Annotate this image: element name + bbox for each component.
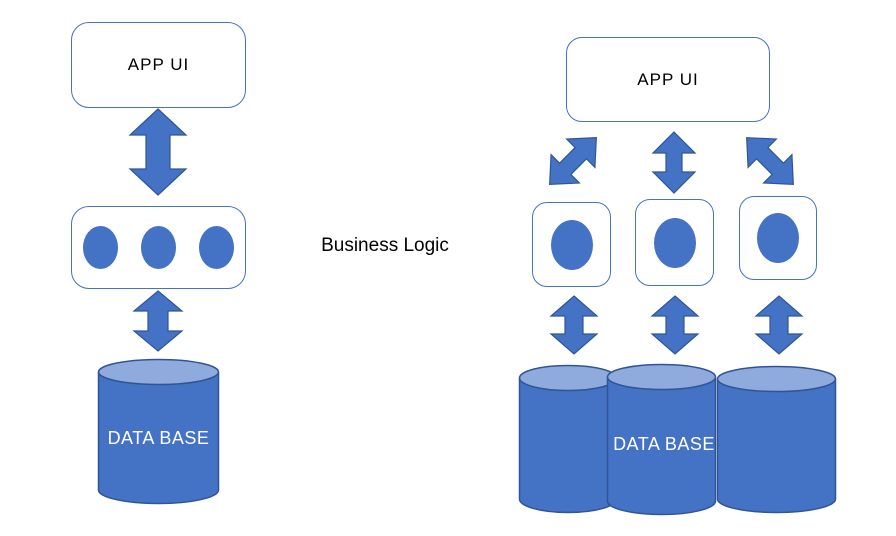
left-business-logic-box	[71, 206, 246, 289]
left-app-ui-box: APP UI	[71, 22, 246, 108]
right-vertical-double-arrow-middle-icon	[651, 131, 697, 194]
right-database-label: DATA BASE	[613, 434, 715, 454]
right-logic-box-2	[635, 199, 714, 286]
logic-dot-icon	[550, 219, 593, 270]
right-database-cylinder-1	[518, 364, 618, 514]
logic-dot-icon	[83, 226, 118, 269]
logic-dot-icon	[653, 217, 696, 268]
logic-dot-icon	[199, 226, 234, 269]
right-database-cylinder-3	[716, 365, 837, 514]
right-diagonal-double-arrow-left-icon	[536, 124, 611, 199]
right-app-ui-box: APP UI	[566, 37, 770, 122]
left-database-label: DATA BASE	[107, 428, 210, 448]
left-logic-db-double-arrow-icon	[132, 290, 184, 352]
right-logic-box-1	[532, 202, 611, 287]
right-diagonal-double-arrow-right-icon	[733, 124, 808, 199]
business-logic-caption: Business Logic	[321, 235, 449, 256]
right-logic-db-double-arrow-2-icon	[650, 295, 700, 355]
left-app-ui-label: APP UI	[127, 55, 190, 74]
right-logic-box-3	[739, 196, 817, 280]
left-database-cylinder	[97, 358, 220, 505]
logic-dot-icon	[141, 226, 176, 269]
right-database-cylinder-2	[606, 363, 717, 516]
right-logic-db-double-arrow-3-icon	[754, 295, 804, 355]
right-logic-db-double-arrow-1-icon	[549, 295, 599, 355]
right-app-ui-label: APP UI	[637, 69, 699, 89]
left-appui-logic-double-arrow-icon	[128, 108, 188, 196]
logic-dot-icon	[757, 213, 799, 263]
